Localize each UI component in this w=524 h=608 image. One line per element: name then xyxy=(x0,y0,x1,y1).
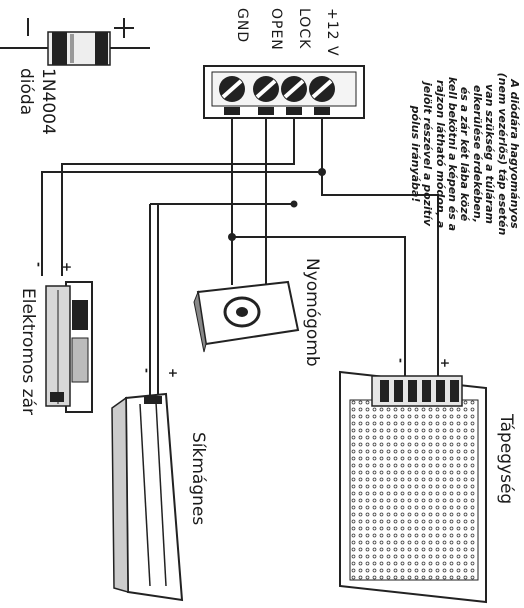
push-button-device xyxy=(193,280,300,353)
psu-minus-sign: - xyxy=(394,358,408,363)
terminal-screw-12v xyxy=(309,76,335,115)
terminal-screw-gnd xyxy=(219,76,245,115)
magnet-minus-sign: - xyxy=(140,368,154,373)
lock-minus-sign: - xyxy=(32,262,46,267)
terminal-block xyxy=(203,65,365,119)
note-line: rajzon látható módon, a xyxy=(433,79,447,229)
note-line: pólus irányába! xyxy=(408,105,422,203)
power-supply-label: Tápegység xyxy=(496,414,516,505)
note-line: elkerülése érdekében, xyxy=(470,85,484,223)
note-line: kell bekötni a képen és a xyxy=(445,76,459,232)
note-line: jelölt részével a pozitív xyxy=(421,82,435,226)
diode-part-label: 1N4004 xyxy=(38,68,58,135)
note-line: (nem vezérlős) táp esetén xyxy=(495,72,509,236)
lock-plus-sign: + xyxy=(60,262,74,273)
note-line: van szükség a túláram xyxy=(483,84,497,224)
terminal-label-open: OPEN xyxy=(268,8,284,51)
magnet-device xyxy=(111,392,184,602)
wiring xyxy=(41,116,439,395)
diode-name-label: dióda xyxy=(16,68,36,116)
power-supply-device xyxy=(339,370,487,604)
note-line: A diódára hagyományos xyxy=(508,79,521,229)
junction-dots xyxy=(228,168,326,241)
magnet-label: Síkmágnes xyxy=(188,432,208,526)
terminal-label-gnd: GND xyxy=(234,8,250,44)
diode-note: A diódára hagyományos (nem vezérlős) táp… xyxy=(408,4,521,304)
diode-plus-sign xyxy=(114,18,134,38)
electric-lock-device xyxy=(45,281,93,413)
terminal-screw-open xyxy=(253,76,279,115)
terminal-screw-lock xyxy=(281,76,307,115)
electric-lock-label: Elektromos zár xyxy=(18,288,38,416)
terminal-label-lock: LOCK xyxy=(296,8,312,50)
psu-plus-sign: + xyxy=(438,358,452,369)
terminal-label-12v: +12 V xyxy=(324,8,340,57)
magnet-plus-sign: + xyxy=(166,368,180,379)
diode-symbol xyxy=(0,31,150,66)
button-label: Nyomógomb xyxy=(302,258,322,367)
note-line: és a zár két lába közé xyxy=(458,86,472,222)
